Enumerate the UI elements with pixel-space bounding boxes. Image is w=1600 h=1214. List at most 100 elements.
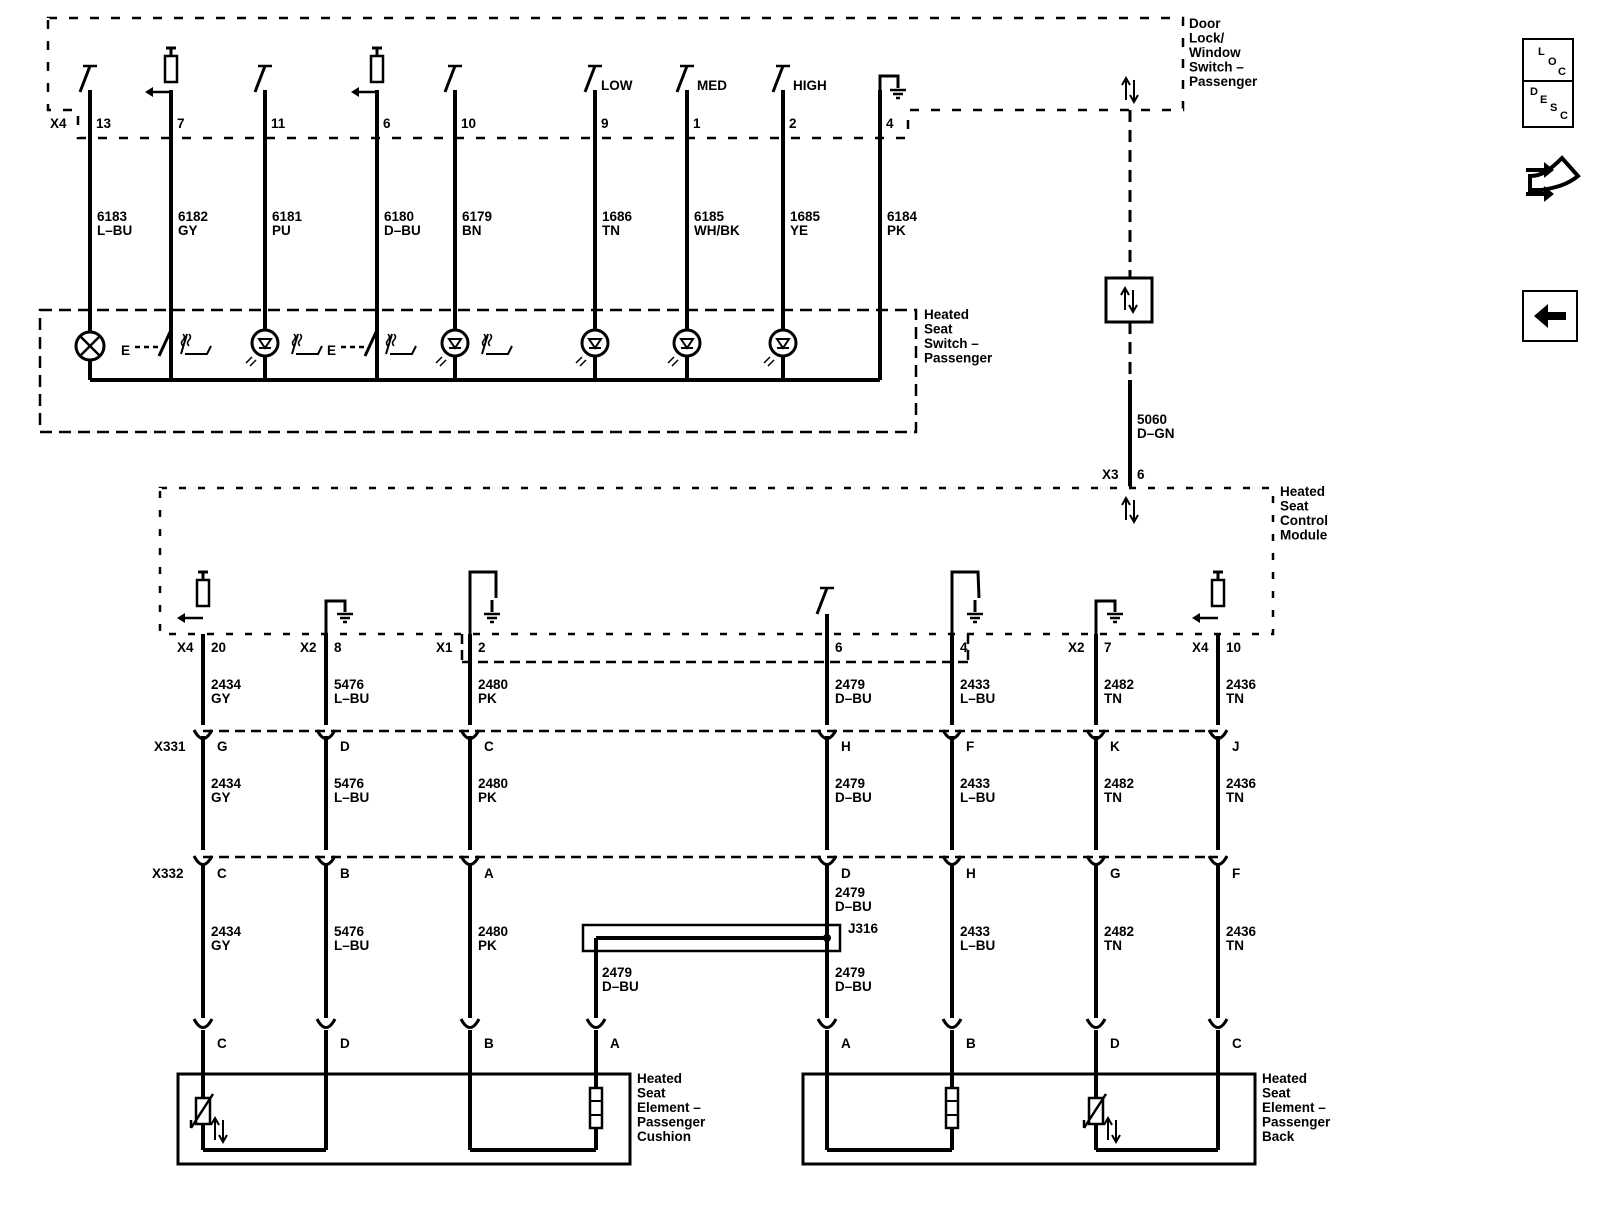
back-element-label-line: Seat xyxy=(1262,1086,1291,1101)
element-socket xyxy=(315,1018,337,1029)
j316-splice-dot xyxy=(823,934,831,942)
top-circuit-number: 1685 xyxy=(790,209,821,224)
module-fuse-20 xyxy=(195,578,211,608)
bottom-circuit-number: 2479 xyxy=(835,776,865,791)
seat-heat-icon-heat xyxy=(186,333,192,347)
location-button[interactable]: L O C xyxy=(1522,38,1574,86)
element-pin-label: D xyxy=(1110,1036,1120,1051)
top-pin-label: 7 xyxy=(177,116,185,131)
connector-label-x3: X3 xyxy=(1102,467,1119,482)
service-info-icon[interactable] xyxy=(1522,146,1582,210)
top-switch-contact xyxy=(771,65,785,93)
module-pin-label: 10 xyxy=(1226,640,1241,655)
door-switch-label-line: Passenger xyxy=(1189,74,1258,89)
door-switch-label-line: Door xyxy=(1189,16,1221,31)
module-connector-label: X2 xyxy=(1068,640,1085,655)
module-output-20-head xyxy=(177,613,185,623)
top-circuit-number: 6181 xyxy=(272,209,303,224)
bottom-circuit-number: 2482 xyxy=(1104,677,1134,692)
seat-heat-icon-heat xyxy=(481,333,487,347)
circuit-2479-color: D–BU xyxy=(835,979,872,994)
element-socket xyxy=(816,1018,838,1029)
cushion-element-label-line: Passenger xyxy=(637,1115,706,1130)
switch-label-low: LOW xyxy=(601,78,633,93)
back-element-label-line: Heated xyxy=(1262,1071,1307,1086)
cushion-thermistor-slash xyxy=(189,1093,215,1129)
x332-pin-label: G xyxy=(1110,866,1121,881)
module-connector-label: X4 xyxy=(177,640,194,655)
x332-socket xyxy=(459,855,481,866)
door-switch-dash-mask xyxy=(46,16,1185,140)
loc-letter-l: L xyxy=(1538,46,1545,58)
control-module-label-line: Module xyxy=(1280,528,1328,543)
top-pin-label: 1 xyxy=(693,116,701,131)
bottom-circuit-number: 5476 xyxy=(334,776,365,791)
x332-pin-label: A xyxy=(484,866,494,881)
bottom-circuit-number: 2436 xyxy=(1226,677,1257,692)
module-pin-label: 4 xyxy=(960,640,968,655)
top-circuit-color: D–BU xyxy=(384,223,421,238)
bottom-circuit-color: L–BU xyxy=(334,938,369,953)
top-circuit-color: L–BU xyxy=(97,223,132,238)
seat-switch-driver-blade xyxy=(157,329,173,357)
x331-socket xyxy=(941,729,963,740)
switch-e-symbol: E xyxy=(327,343,336,358)
serial-data-arrow-top-up-head xyxy=(1121,75,1131,86)
module-connector-label: X1 xyxy=(436,640,453,655)
serial-data-block xyxy=(1104,276,1154,324)
bottom-circuit-number: 2482 xyxy=(1104,776,1134,791)
connector-pin-x3: 6 xyxy=(1137,467,1145,482)
element-pin-label: C xyxy=(217,1036,227,1051)
bottom-circuit-color: GY xyxy=(211,938,231,953)
x331-pin-label: G xyxy=(217,739,228,754)
description-button[interactable]: D E S C xyxy=(1522,80,1574,128)
back-button[interactable] xyxy=(1522,290,1578,342)
bottom-circuit-color: L–BU xyxy=(334,691,369,706)
connector-label-j316: J316 xyxy=(848,921,879,936)
desc-letter-e: E xyxy=(1540,94,1548,106)
indicator-led-ray xyxy=(767,359,775,367)
x332-socket xyxy=(941,855,963,866)
module-switch-6 xyxy=(815,587,829,615)
module-pin-label: 8 xyxy=(334,640,342,655)
loc-letter-o: O xyxy=(1548,56,1557,68)
back-element-label-line: Passenger xyxy=(1262,1115,1331,1130)
indicator-led xyxy=(440,328,470,358)
seat-switch-label-line: Passenger xyxy=(924,351,993,366)
indicator-led xyxy=(768,328,798,358)
module-pin-label: 7 xyxy=(1104,640,1112,655)
back-thermistor-arrows-up-head xyxy=(1103,1115,1113,1126)
bottom-circuit-color: L–BU xyxy=(960,691,995,706)
cushion-element-outline xyxy=(176,1072,632,1166)
indicator-led-ray xyxy=(575,356,583,364)
top-pin-label: 10 xyxy=(461,116,476,131)
seat-heat-icon xyxy=(385,333,417,355)
door-switch-label-line: Switch – xyxy=(1189,60,1244,75)
x332-pin-label: C xyxy=(217,866,227,881)
bottom-circuit-number: 2480 xyxy=(478,677,508,692)
indicator-led-ray xyxy=(435,356,443,364)
desc-letter-c: C xyxy=(1560,110,1568,122)
bottom-circuit-number: 2434 xyxy=(211,776,242,791)
x331-socket xyxy=(192,729,214,740)
connector-label-x332: X332 xyxy=(152,866,184,881)
x331-pin-label: F xyxy=(966,739,974,754)
bottom-circuit-number: 2434 xyxy=(211,677,242,692)
indicator-led-diode xyxy=(447,338,463,350)
element-socket xyxy=(459,1018,481,1029)
cushion-heater-element xyxy=(588,1086,604,1130)
bottom-circuit-color: TN xyxy=(1104,691,1122,706)
x332-pin-label: F xyxy=(1232,866,1240,881)
indicator-led-diode xyxy=(587,338,603,350)
top-switch-contact xyxy=(78,65,92,93)
x331-pin-label: D xyxy=(340,739,350,754)
top-circuit-color: WH/BK xyxy=(694,223,740,238)
module-fuse-10 xyxy=(1210,578,1226,608)
element-socket xyxy=(1085,1018,1107,1029)
x332-socket xyxy=(1207,855,1229,866)
indicator-led-diode xyxy=(257,338,273,350)
module-ground-lead xyxy=(1094,599,1117,634)
top-pin-label: 2 xyxy=(789,116,797,131)
top-pin-label: 9 xyxy=(601,116,609,131)
bottom-circuit-color: TN xyxy=(1226,790,1244,805)
